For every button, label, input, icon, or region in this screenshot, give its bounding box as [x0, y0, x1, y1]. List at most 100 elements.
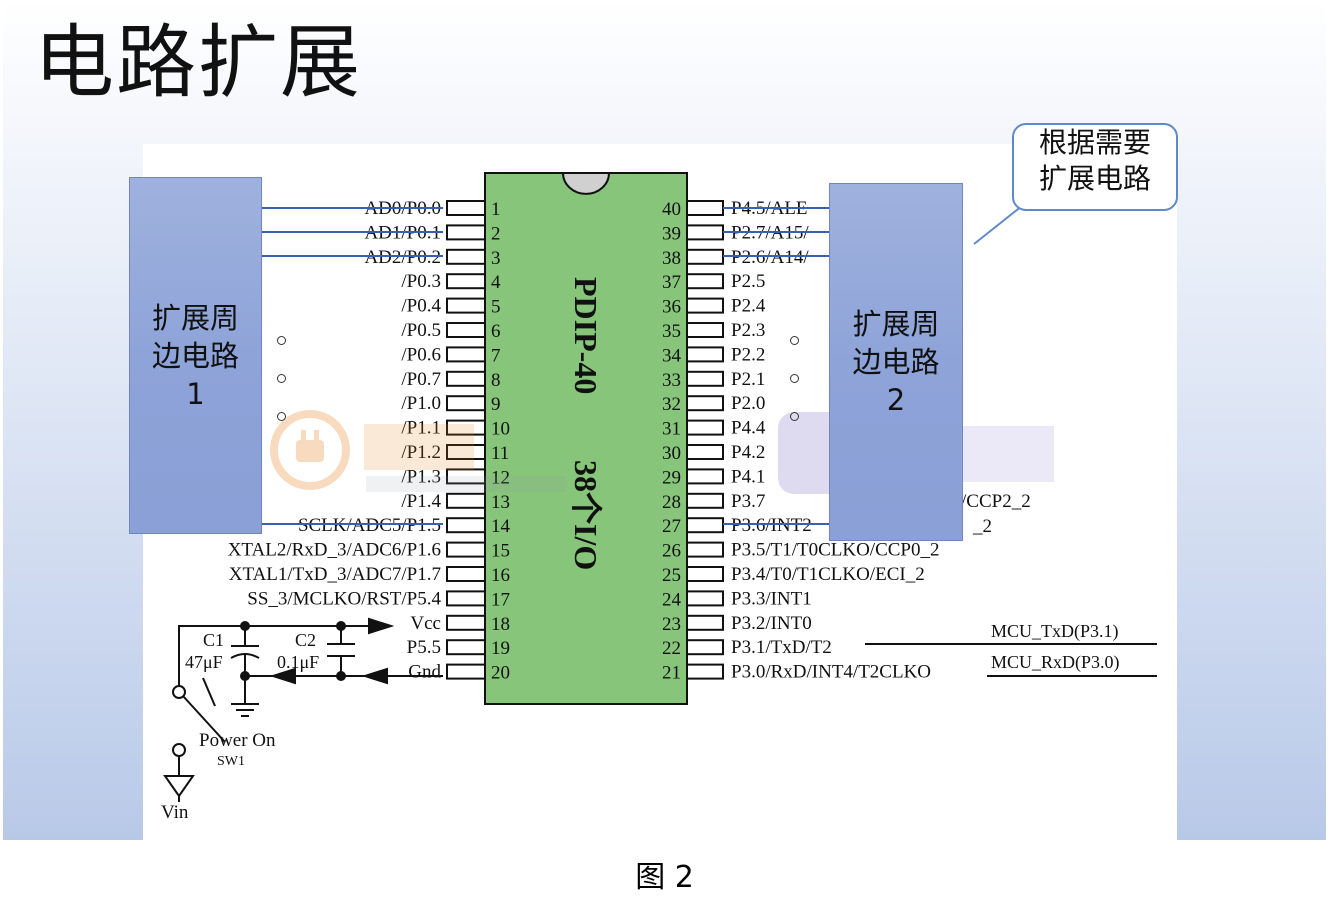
- c1-value: 47μF: [185, 652, 223, 672]
- expansion-block-1-line1: 扩展周: [151, 300, 239, 335]
- right-pin-number: 26: [662, 541, 681, 562]
- right-pin-number: 28: [662, 492, 681, 513]
- right-pin-label: P3.6/INT2: [731, 515, 812, 536]
- expansion-block-2-line1: 扩展周: [852, 307, 940, 341]
- ellipsis-dot: [277, 336, 286, 345]
- left-pin-label: /P0.3: [401, 271, 441, 292]
- expansion-block-2: 扩展周 边电路 2: [829, 183, 963, 541]
- right-pin-stub: [686, 492, 724, 509]
- robot-icon: [778, 412, 844, 494]
- left-pin-stub: [446, 566, 486, 582]
- figure-caption: 图 2: [635, 860, 694, 895]
- right-pin-number: 33: [662, 370, 681, 391]
- left-pin-stub: [446, 517, 486, 534]
- left-pin-number: 2: [491, 223, 501, 244]
- left-pin-stub: [446, 639, 486, 656]
- left-pin-number: 10: [491, 419, 510, 440]
- right-pin-label: P2.5: [731, 271, 765, 292]
- left-pin-stub: [446, 541, 486, 558]
- right-pin-label: P3.7: [731, 491, 765, 512]
- plug-icon: [270, 410, 350, 490]
- left-pin-label: Vcc: [410, 613, 441, 634]
- left-pin-label: Gnd: [408, 662, 441, 683]
- left-pin-number: 15: [491, 541, 510, 562]
- left-pin-stub: [446, 590, 486, 607]
- c2-name: C2: [295, 630, 316, 650]
- left-pin-stub: [446, 370, 486, 387]
- chip-io-text: 38个I/O: [568, 460, 604, 570]
- right-pin-stub: [686, 346, 724, 363]
- left-pin-stub: [446, 297, 486, 314]
- callout-line1: 根据需要: [1038, 126, 1151, 159]
- right-pin-stub: [686, 541, 724, 558]
- right-pin-number: 38: [662, 248, 681, 269]
- left-pin-number: 14: [491, 516, 511, 537]
- right-pin-number: 21: [662, 663, 681, 684]
- expansion-block-2-line3: 2: [886, 383, 906, 417]
- left-pin-number: 13: [491, 492, 510, 513]
- chip-notch: [561, 172, 611, 195]
- left-pin-label: P5.5: [407, 637, 441, 658]
- left-pin-label: SS_3/MCLKO/RST/P5.4: [247, 588, 441, 609]
- right-pin-number: 31: [662, 419, 681, 440]
- ellipsis-dot: [790, 412, 799, 421]
- right-pin-number: 24: [662, 589, 682, 610]
- left-pin-number: 1: [491, 199, 501, 220]
- left-pin-number: 19: [491, 638, 510, 659]
- switch-ref: SW1: [217, 754, 245, 769]
- right-pin-label: P2.6/A14/: [731, 247, 809, 268]
- left-pin-number: 12: [491, 467, 510, 488]
- right-pin-stub: [686, 517, 724, 534]
- right-pin-stub: [686, 248, 724, 265]
- left-pin-label: /P0.4: [401, 296, 441, 317]
- expansion-block-1-line2: 边电路: [151, 338, 239, 373]
- right-pin-number: 29: [662, 467, 681, 488]
- chip-body: [484, 172, 688, 705]
- chip-package-text: PDIP-40: [568, 277, 604, 394]
- right-pin-stub: [686, 224, 724, 241]
- switch-label: Power On: [199, 730, 276, 751]
- left-pin-label: XTAL2/RxD_3/ADC6/P1.6: [228, 540, 441, 561]
- left-pin-number: 8: [491, 370, 501, 391]
- right-pin-stub: [686, 663, 724, 680]
- left-pin-number: 18: [491, 614, 510, 635]
- right-pin-stub: [686, 322, 724, 338]
- left-pin-label: /P1.0: [401, 393, 441, 414]
- c2-value: 0.1μF: [277, 652, 319, 672]
- right-pin-number: 32: [662, 394, 681, 415]
- callout-box: 根据需要 扩展电路: [1012, 123, 1178, 211]
- left-pin-number: 5: [491, 297, 501, 318]
- right-pin-label: P4.1: [731, 466, 765, 487]
- slide-title: 电路扩展: [34, 16, 362, 109]
- right-pin-label: P3.3/INT1: [731, 588, 812, 609]
- left-pin-stub: [446, 346, 486, 363]
- right-pin-label: P3.1/TxD/T2: [731, 637, 832, 658]
- right-pin-stub: [686, 419, 724, 436]
- expansion-block-1: 扩展周 边电路 1: [129, 177, 262, 534]
- right-pin-stub: [686, 639, 724, 656]
- right-pin-stub: [686, 370, 724, 387]
- right-pin-label: P4.4: [731, 418, 766, 439]
- right-pin-number: 30: [662, 443, 681, 464]
- txd-net-label: MCU_TxD(P3.1): [991, 621, 1119, 642]
- right-pin-number: 34: [662, 345, 682, 366]
- pin27-partial-label: _2: [972, 516, 992, 537]
- left-pin-stub: [446, 444, 486, 460]
- left-pin-stub: [446, 248, 486, 265]
- right-pin-label: P2.0: [731, 393, 765, 414]
- right-pin-number: 27: [662, 516, 681, 537]
- ellipsis-dot: [277, 412, 286, 421]
- left-pin-label: /P1.4: [401, 491, 441, 512]
- expansion-block-2-line2: 边电路: [852, 345, 940, 379]
- ellipsis-dot: [790, 374, 799, 383]
- right-pin-number: 25: [662, 565, 681, 586]
- right-pin-label: P2.3: [731, 320, 765, 341]
- expansion-block-1-line3: 1: [186, 376, 205, 411]
- right-pin-label: P3.0/RxD/INT4/T2CLKO: [731, 662, 931, 683]
- left-pin-label: /P0.5: [401, 320, 441, 341]
- left-pin-number: 6: [491, 321, 501, 342]
- right-pin-stub: [686, 297, 724, 314]
- power-circuit: [163, 617, 443, 802]
- right-pin-stub: [686, 395, 724, 412]
